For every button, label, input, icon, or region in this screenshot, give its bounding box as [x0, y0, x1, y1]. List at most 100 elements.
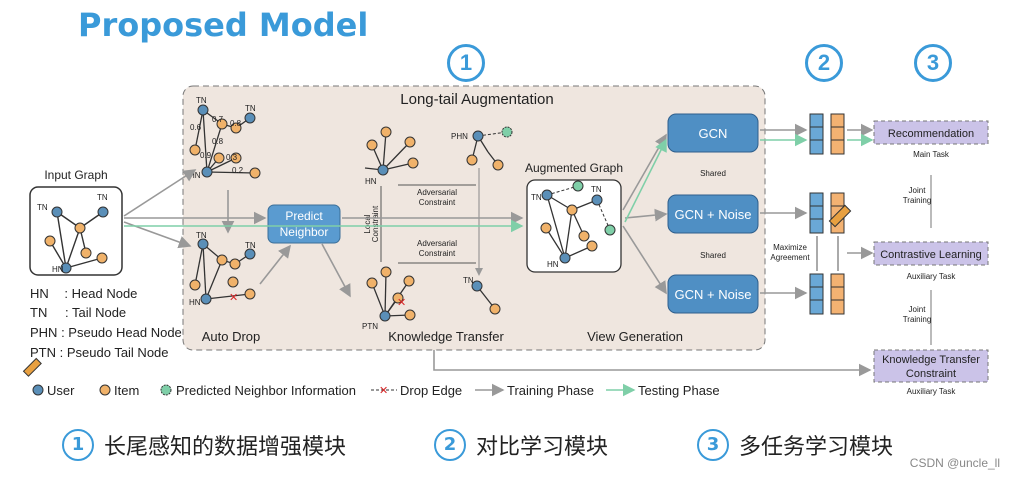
weight-5: 0.3: [226, 153, 238, 162]
main-task-label: Main Task: [913, 150, 950, 159]
def-ptn-abbr: PTN: [30, 345, 56, 360]
badge-three: 3: [914, 44, 952, 82]
pencil-icon-small: [22, 357, 42, 377]
kt-task-label-1: Knowledge Transfer: [882, 354, 980, 366]
hn-graph-nodes: [366, 126, 419, 176]
joint-label-1a: Joint: [909, 186, 927, 195]
input-tn-label-b: TN: [97, 193, 108, 202]
phn-graph-nodes: [466, 126, 513, 171]
weight-3: 0.9: [200, 151, 212, 160]
legend-drop-x-icon: ✕: [379, 385, 388, 397]
def-tn: TN : Tail Node: [30, 305, 126, 320]
pencil-icon: [828, 204, 852, 228]
tn-graph-item-node: [489, 303, 501, 315]
joint-label-2a: Joint: [909, 305, 927, 314]
weight-0: 0.6: [190, 123, 202, 132]
def-tn-desc: : Tail Node: [64, 305, 127, 320]
auto-drop-label: Auto Drop: [202, 329, 261, 344]
predict-label-2: Neighbor: [280, 225, 329, 239]
adv1-line1: Adversarial: [417, 188, 457, 197]
augmented-graph-nodes: [540, 180, 616, 264]
tn-graph-user-node: [471, 280, 483, 292]
def-tn-abbr: TN: [30, 305, 48, 320]
ptn-label: PTN: [362, 322, 378, 331]
legend-testing: Testing Phase: [638, 383, 720, 398]
kt-tn-label: TN: [463, 276, 474, 285]
local-line2: Constraint: [371, 205, 380, 242]
legend-user: User: [47, 383, 75, 398]
gcn-box: [667, 113, 759, 153]
knowledge-transfer-label: Knowledge Transfer: [388, 329, 504, 344]
joint-label-2b: Training: [903, 315, 932, 324]
def-hn-desc: : Head Node: [64, 286, 138, 301]
footer-item-2: 2 对比学习模块: [434, 428, 608, 462]
testing-arrows: [124, 133, 874, 233]
aug-tn-label-a: TN: [531, 193, 542, 202]
shared-label-2: Shared: [700, 251, 726, 260]
def-phn: PHN : Pseudo Head Node: [30, 325, 182, 340]
footer-text-1: 长尾感知的数据增强模块: [104, 435, 347, 460]
legend-drop-edge: Drop Edge: [400, 383, 462, 398]
footer-item-3: 3 多任务学习模块: [697, 428, 893, 462]
legend-user-icon: [32, 384, 44, 396]
kt-hn-label: HN: [365, 177, 377, 186]
maximize-label: Maximize: [773, 243, 807, 252]
augmented-graph-title: Augmented Graph: [525, 161, 623, 175]
legend-training: Training Phase: [507, 383, 594, 398]
footer-text-3: 多任务学习模块: [739, 435, 894, 460]
predict-label-1: Predict: [285, 209, 323, 223]
def-phn-abbr: PHN: [30, 325, 58, 340]
adv2-line1: Adversarial: [417, 239, 457, 248]
weight-2: 0.8: [230, 119, 242, 128]
footer-num-3: 3: [697, 429, 729, 461]
weight-4: 0.8: [212, 137, 224, 146]
aux-task-label-1: Auxiliary Task: [907, 272, 957, 281]
legend-item: Item: [114, 383, 139, 398]
def-phn-desc: : Pseudo Head Node: [61, 325, 182, 340]
weighted-graph-nodes: [189, 104, 261, 179]
legend-item-icon: [99, 384, 111, 396]
shared-label-1: Shared: [700, 169, 726, 178]
gcn-noise-label-1: GCN + Noise: [675, 207, 752, 222]
legend-predicted: Predicted Neighbor Information: [176, 383, 356, 398]
autodrop-tn-label-a: TN: [196, 231, 207, 240]
autodrop-graph-nodes: [189, 238, 256, 305]
embedding-pair-1: [809, 113, 845, 155]
contrastive-label: Contrastive Learning: [880, 249, 982, 261]
contrastive-box: [873, 241, 989, 266]
badge-two: 2: [805, 44, 843, 82]
footer-num-1: 1: [62, 429, 94, 461]
def-hn-abbr: HN: [30, 286, 49, 301]
phn-label: PHN: [451, 132, 468, 141]
def-ptn: PTN : Pseudo Tail Node: [30, 345, 169, 360]
page-title: Proposed Model: [78, 6, 369, 44]
legend-predicted-icon: [160, 384, 172, 396]
gcn-label: GCN: [699, 126, 728, 141]
autodrop-hn-label: HN: [189, 298, 201, 307]
gcn-noise-box-2: [667, 274, 759, 314]
watermark: CSDN @uncle_ll: [909, 456, 1000, 470]
gcn-noise-label-2: GCN + Noise: [675, 287, 752, 302]
agreement-label: Agreement: [770, 253, 810, 262]
adv1-line2: Constraint: [419, 198, 456, 207]
weight-6: 0.2: [232, 166, 244, 175]
view-generation-label: View Generation: [587, 329, 683, 344]
def-ptn-desc: : Pseudo Tail Node: [59, 345, 169, 360]
longtail-title: Long-tail Augmentation: [400, 91, 553, 108]
input-graph-nodes: [44, 206, 109, 274]
recommendation-label: Recommendation: [888, 128, 974, 140]
footer-item-1: 1 长尾感知的数据增强模块: [62, 428, 346, 462]
predict-neighbor-box: [267, 204, 341, 244]
badge-one: 1: [447, 44, 485, 82]
ptn-graph-nodes: [366, 266, 416, 322]
footer-num-2: 2: [434, 429, 466, 461]
aug-hn-label: HN: [547, 260, 559, 269]
def-hn: HN : Head Node: [30, 286, 137, 301]
footer-text-2: 对比学习模块: [476, 435, 609, 460]
recommendation-box: [873, 120, 989, 145]
aux-task-label-2: Auxiliary Task: [907, 387, 957, 396]
input-tn-label-a: TN: [37, 203, 48, 212]
weighted-tn-label-b: TN: [245, 104, 256, 113]
